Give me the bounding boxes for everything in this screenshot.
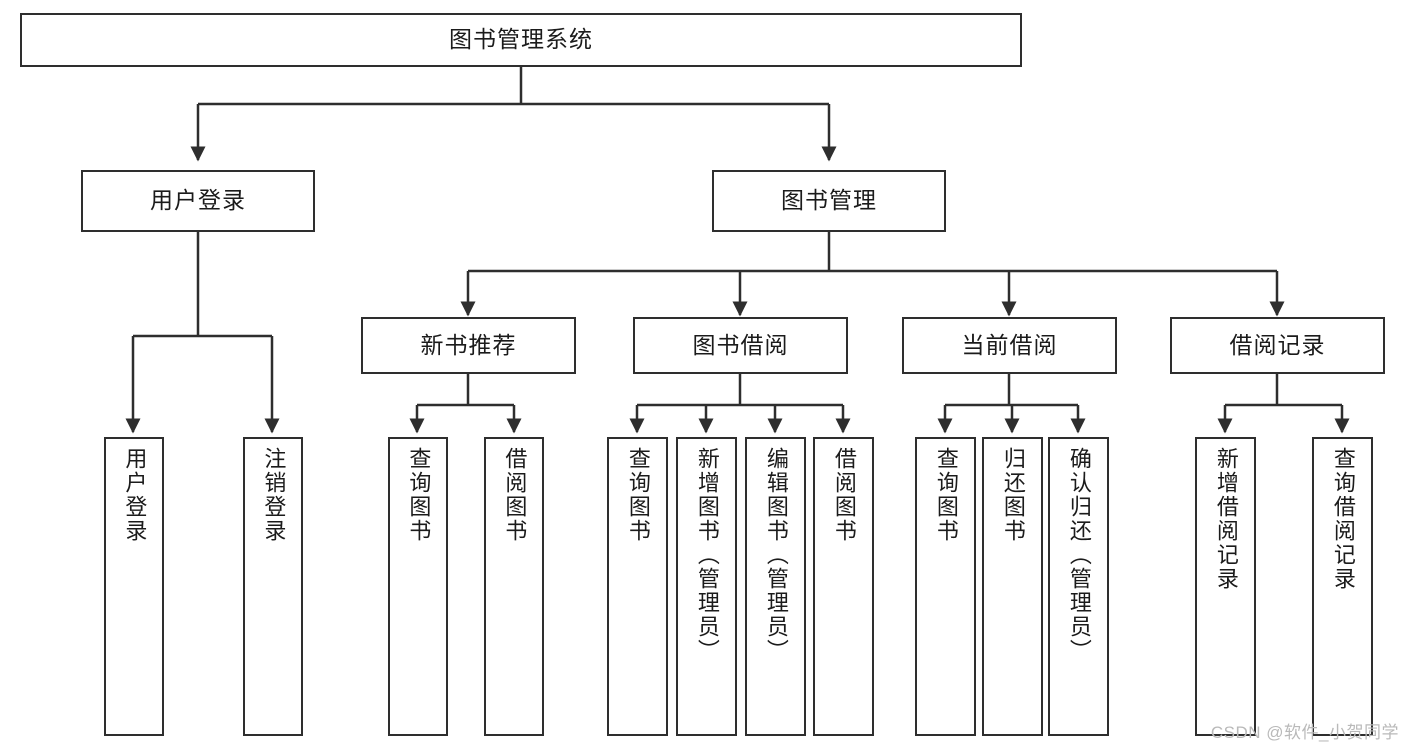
watermark-text: CSDN @软件_小贺同学 bbox=[1210, 723, 1399, 742]
node-label: 新增借阅记录 bbox=[1213, 447, 1239, 591]
node-leaf-edit-book-admin[interactable]: 编辑图书（管理员） bbox=[745, 437, 806, 736]
node-label: 借阅图书 bbox=[502, 447, 528, 543]
node-label: 借阅记录 bbox=[1229, 331, 1326, 358]
node-leaf-return-book[interactable]: 归还图书 bbox=[982, 437, 1043, 736]
node-label: 确认归还（管理员） bbox=[1066, 447, 1092, 663]
node-borrow-record[interactable]: 借阅记录 bbox=[1170, 317, 1385, 374]
node-label: 查询图书 bbox=[406, 447, 432, 543]
node-leaf-query-book-recommend[interactable]: 查询图书 bbox=[388, 437, 448, 736]
node-label: 图书管理系统 bbox=[449, 26, 593, 53]
node-label: 查询借阅记录 bbox=[1330, 447, 1356, 591]
node-leaf-confirm-return-admin[interactable]: 确认归还（管理员） bbox=[1048, 437, 1109, 736]
node-leaf-query-book-current[interactable]: 查询图书 bbox=[915, 437, 976, 736]
node-label: 查询图书 bbox=[933, 447, 959, 543]
node-user-login[interactable]: 用户登录 bbox=[81, 170, 315, 232]
node-label: 编辑图书（管理员） bbox=[763, 447, 789, 663]
node-leaf-borrow-book-recommend[interactable]: 借阅图书 bbox=[484, 437, 544, 736]
node-leaf-user-logout[interactable]: 注销登录 bbox=[243, 437, 303, 736]
node-leaf-query-borrow-record[interactable]: 查询借阅记录 bbox=[1312, 437, 1373, 736]
node-leaf-add-book-admin[interactable]: 新增图书（管理员） bbox=[676, 437, 737, 736]
node-label: 用户登录 bbox=[122, 447, 148, 543]
node-book-manage[interactable]: 图书管理 bbox=[712, 170, 946, 232]
node-label: 图书管理 bbox=[781, 187, 877, 214]
node-label: 新增图书（管理员） bbox=[694, 447, 720, 663]
node-leaf-add-borrow-record[interactable]: 新增借阅记录 bbox=[1195, 437, 1256, 736]
node-label: 当前借阅 bbox=[961, 331, 1058, 358]
node-leaf-user-login[interactable]: 用户登录 bbox=[104, 437, 164, 736]
node-leaf-borrow-book[interactable]: 借阅图书 bbox=[813, 437, 874, 736]
node-label: 新书推荐 bbox=[420, 331, 517, 358]
node-label: 图书借阅 bbox=[692, 331, 789, 358]
node-root-book-management-system[interactable]: 图书管理系统 bbox=[20, 13, 1022, 67]
node-label: 借阅图书 bbox=[831, 447, 857, 543]
node-current-borrow[interactable]: 当前借阅 bbox=[902, 317, 1117, 374]
node-leaf-query-book-borrow[interactable]: 查询图书 bbox=[607, 437, 668, 736]
node-new-book-recommend[interactable]: 新书推荐 bbox=[361, 317, 576, 374]
node-label: 归还图书 bbox=[1000, 447, 1026, 543]
node-book-borrow[interactable]: 图书借阅 bbox=[633, 317, 848, 374]
node-label: 注销登录 bbox=[261, 447, 287, 543]
node-label: 查询图书 bbox=[625, 447, 651, 543]
node-label: 用户登录 bbox=[150, 187, 246, 214]
